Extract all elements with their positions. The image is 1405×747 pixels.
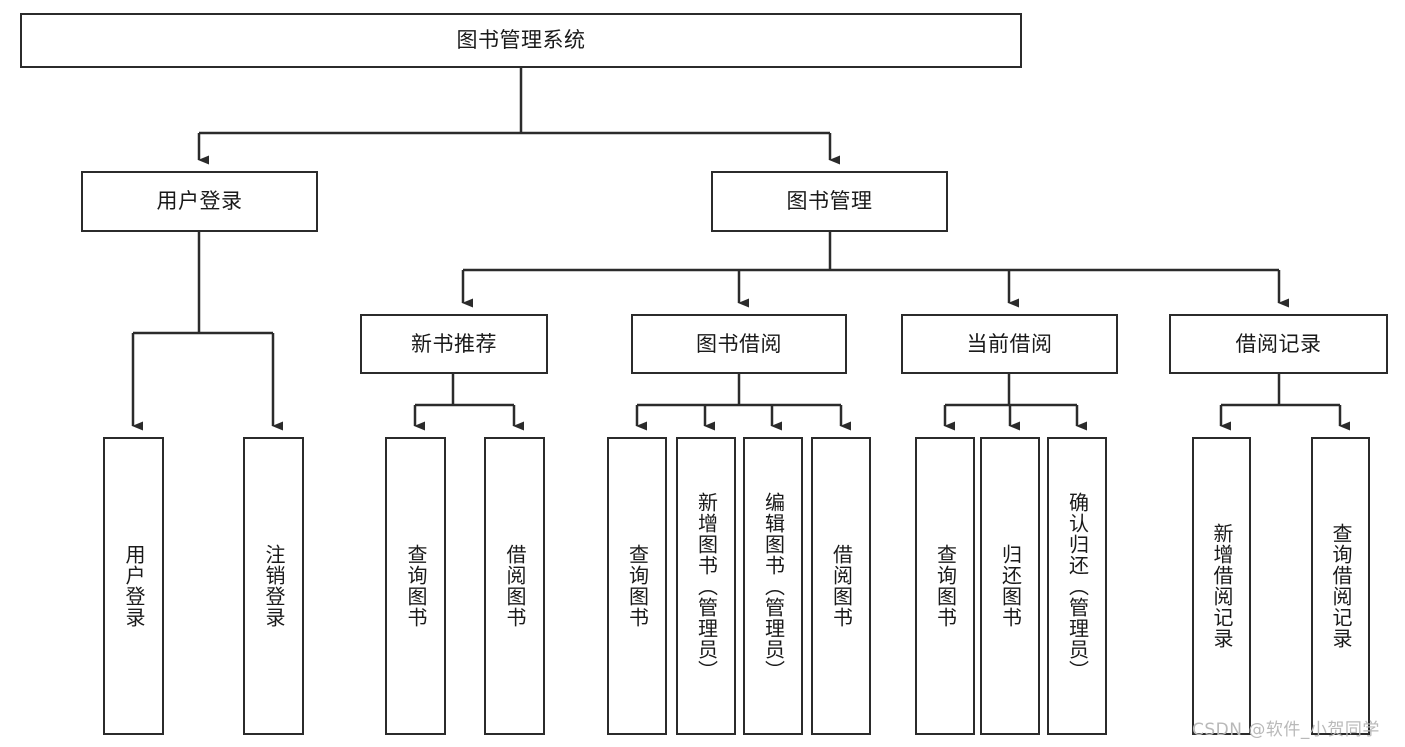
leaf-user-login-login[interactable]: 用户登录: [103, 437, 164, 735]
node-label: 用户登录: [156, 189, 243, 214]
leaf-new-book-borrow-book[interactable]: 借阅图书: [484, 437, 545, 735]
node-label: 图书管理系统: [456, 28, 586, 53]
leaf-new-book-query-book[interactable]: 查询图书: [385, 437, 446, 735]
node-label: 确认归还（管理员）: [1065, 491, 1090, 681]
node-label: 借阅记录: [1235, 331, 1322, 356]
node-user-login[interactable]: 用户登录: [81, 171, 318, 232]
leaf-current-confirm-return-admin[interactable]: 确认归还（管理员）: [1047, 437, 1107, 735]
node-label: 归还图书: [998, 544, 1023, 628]
node-label: 查询图书: [625, 544, 650, 628]
leaf-borrow-query-book[interactable]: 查询图书: [607, 437, 667, 735]
node-current-borrow[interactable]: 当前借阅: [901, 314, 1118, 374]
node-label: 编辑图书（管理员）: [761, 491, 786, 681]
node-label: 查询借阅记录: [1329, 523, 1353, 649]
node-book-borrow[interactable]: 图书借阅: [631, 314, 847, 374]
leaf-record-query-record[interactable]: 查询借阅记录: [1311, 437, 1370, 735]
node-label: 用户登录: [122, 544, 146, 628]
node-label: 图书管理: [786, 189, 873, 214]
node-label: 查询图书: [933, 544, 958, 628]
leaf-borrow-edit-book-admin[interactable]: 编辑图书（管理员）: [743, 437, 803, 735]
leaf-record-add-record[interactable]: 新增借阅记录: [1192, 437, 1251, 735]
leaf-user-login-logout[interactable]: 注销登录: [243, 437, 304, 735]
node-label: 新增图书（管理员）: [694, 491, 719, 681]
leaf-borrow-add-book-admin[interactable]: 新增图书（管理员）: [676, 437, 736, 735]
node-label: 借阅图书: [829, 544, 854, 628]
leaf-current-return-book[interactable]: 归还图书: [980, 437, 1040, 735]
leaf-current-query-book[interactable]: 查询图书: [915, 437, 975, 735]
node-book-management[interactable]: 图书管理: [711, 171, 948, 232]
node-label: 新书推荐: [411, 331, 497, 356]
node-label: 查询图书: [404, 544, 428, 628]
node-label: 新增借阅记录: [1210, 523, 1234, 649]
csdn-watermark: CSDN @软件_小贺同学: [1192, 720, 1380, 740]
node-borrow-record[interactable]: 借阅记录: [1169, 314, 1388, 374]
node-label: 借阅图书: [503, 544, 527, 628]
node-label: 当前借阅: [966, 331, 1053, 356]
leaf-borrow-borrow-book[interactable]: 借阅图书: [811, 437, 871, 735]
node-label: 图书借阅: [696, 331, 782, 356]
node-label: 注销登录: [262, 544, 286, 628]
node-new-book-recommend[interactable]: 新书推荐: [360, 314, 548, 374]
node-root-book-management-system[interactable]: 图书管理系统: [20, 13, 1022, 68]
